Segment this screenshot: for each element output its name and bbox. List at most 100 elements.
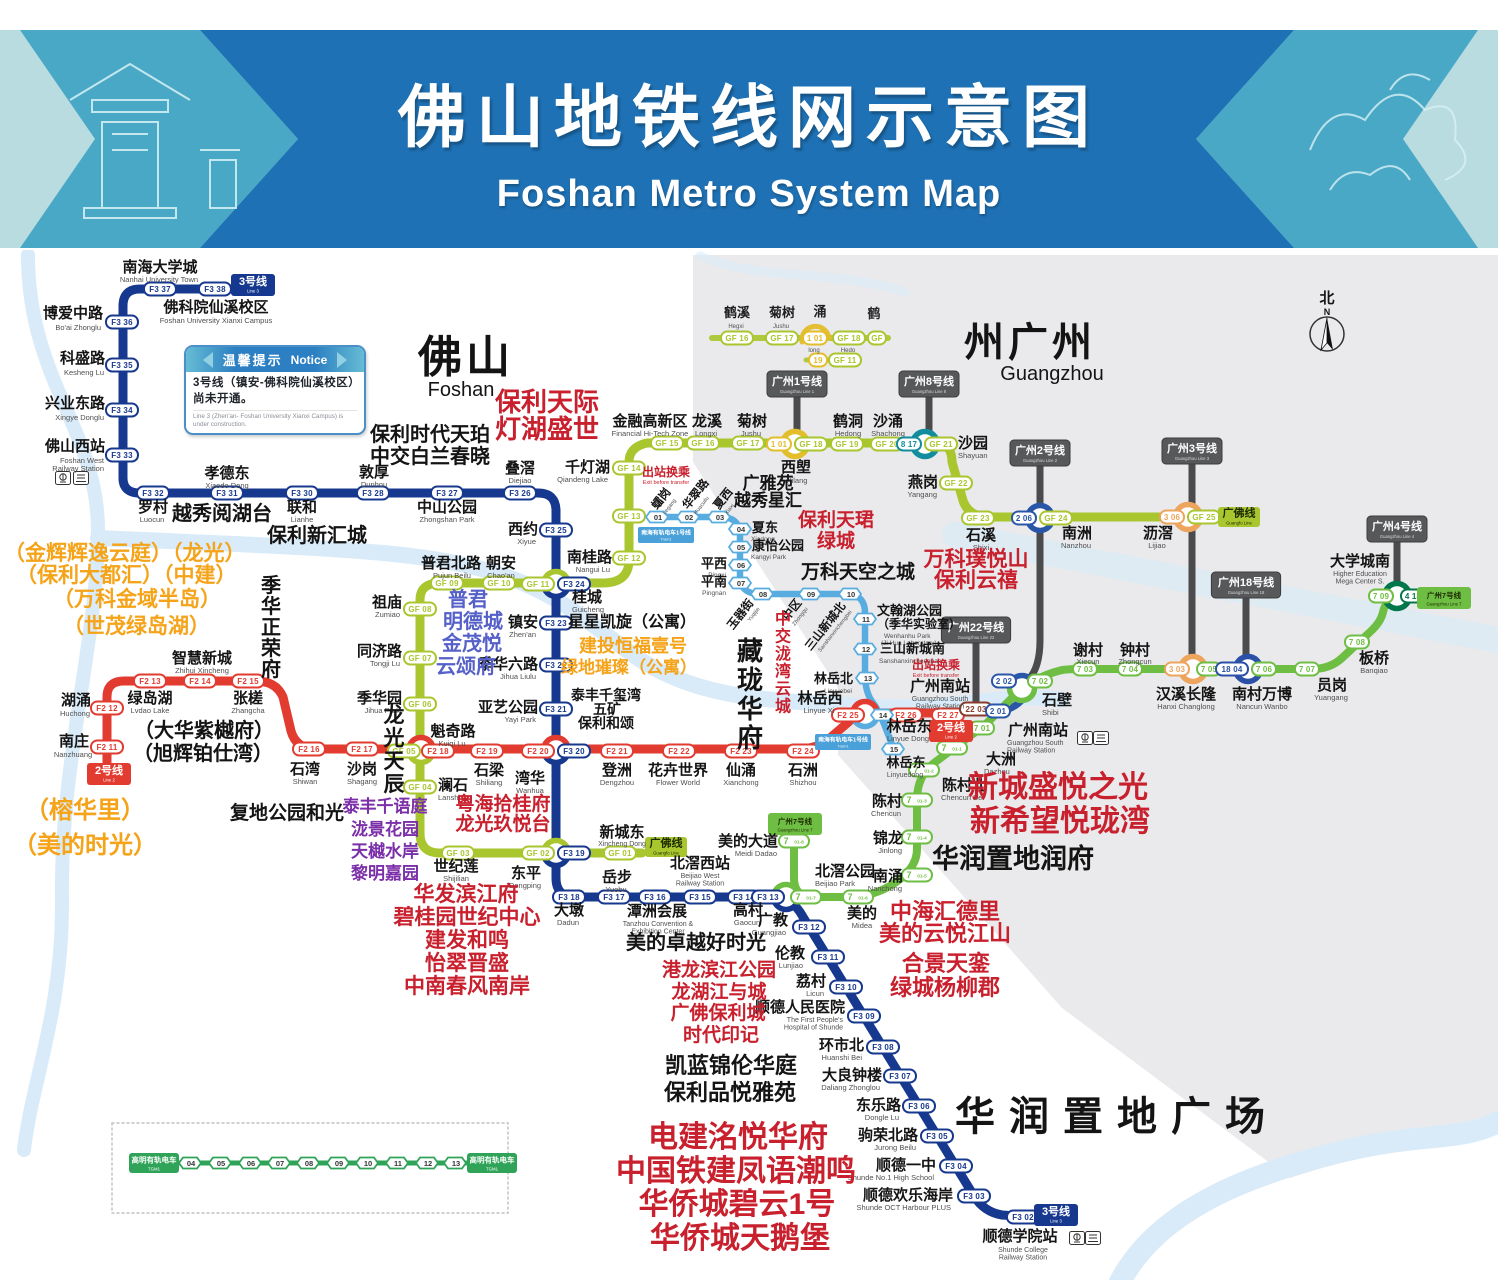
svg-text:Line 2: Line 2	[945, 735, 957, 740]
svg-text:7 03: 7 03	[1077, 665, 1094, 674]
map-label: 绿城	[817, 529, 855, 552]
tram-badge-07	[266, 1156, 292, 1170]
map-label: Tongji Lu	[370, 659, 400, 668]
svg-text:08: 08	[759, 590, 767, 599]
station-badge-GF 02	[521, 845, 555, 861]
svg-text:7: 7	[795, 892, 800, 902]
map-label: 华侨城碧云1号	[639, 1188, 836, 1221]
station-badge-2 01	[985, 703, 1011, 719]
svg-text:01-6: 01-6	[858, 896, 868, 902]
station-badge-F3 25	[539, 522, 573, 538]
map-label: 顺德学院站	[982, 1227, 1057, 1245]
map-label: 新城盛悦之光	[968, 770, 1148, 804]
tram-badge-09	[797, 587, 823, 601]
line-badge	[1417, 587, 1471, 609]
map-label: 保利云禧	[933, 568, 1018, 592]
map-label: 龙光天辰	[383, 703, 406, 796]
map-label: 广教	[758, 911, 789, 929]
map-label: 华润置地广场	[955, 1095, 1279, 1139]
svg-text:07: 07	[737, 579, 745, 588]
tram-badge-15	[880, 742, 906, 756]
svg-text:F3 11: F3 11	[817, 953, 838, 962]
station-badge-19	[808, 352, 828, 368]
map-label: Pingxi	[708, 572, 726, 579]
station-badge-F2 14	[183, 673, 217, 689]
svg-text:F3 03: F3 03	[963, 1192, 985, 1201]
notice-title-cn: 温馨提示	[222, 353, 283, 368]
svg-text:F3 35: F3 35	[111, 361, 133, 370]
map-label: 荔村	[796, 972, 826, 990]
svg-text:Guangzhou Line 7: Guangzhou Line 7	[777, 828, 813, 833]
map-label: Lianhe	[291, 515, 314, 524]
map-label: 普君北路	[421, 554, 482, 572]
svg-text:2 02: 2 02	[996, 677, 1013, 686]
map-label: 碧桂园世纪中心	[393, 905, 541, 929]
map-label: 林岳东	[886, 717, 931, 735]
line-badge	[1218, 507, 1260, 527]
map-label: 仙涌	[726, 761, 756, 779]
station-badge-F3 11	[811, 949, 845, 965]
map-label: 镇安	[508, 613, 538, 631]
svg-text:01-7: 01-7	[806, 896, 816, 902]
svg-text:GF 16: GF 16	[691, 439, 715, 448]
map-label: 顺德一中	[876, 1156, 936, 1174]
map-label: Nancun Wanbo	[1236, 702, 1287, 711]
svg-text:3 03: 3 03	[1169, 665, 1186, 674]
map-label: Shiwan	[293, 777, 318, 786]
map-label: Tanzhou Convention &Exhibition Center	[623, 921, 694, 936]
map-label: 季华园	[357, 689, 402, 707]
svg-text:GF: GF	[871, 334, 883, 343]
svg-text:F3 38: F3 38	[204, 285, 226, 294]
map-label: Jihua Park	[365, 706, 401, 715]
map-label: Jihua Liulu	[500, 672, 536, 681]
map-label: 汉溪长隆	[1156, 685, 1217, 703]
svg-text:GF 25: GF 25	[1192, 513, 1216, 522]
map-label: Banqiao	[1360, 666, 1388, 675]
svg-text:高明有轨电车: 高明有轨电车	[470, 1155, 515, 1165]
svg-text:GF 11: GF 11	[527, 580, 550, 589]
map-label: Shayuan	[958, 451, 988, 460]
notice-decor-right-icon	[337, 351, 348, 368]
map-label: 石壁	[1041, 691, 1072, 709]
map-label: 季华六路	[478, 655, 539, 673]
svg-text:F3 32: F3 32	[142, 489, 164, 498]
gz-line-badge	[1210, 571, 1282, 599]
station-badge-F3 06	[902, 1098, 936, 1114]
svg-text:F3 20: F3 20	[563, 747, 585, 756]
map-label: 美的大道	[718, 832, 778, 850]
tram-badge-05	[207, 1156, 233, 1170]
map-label: 南村万博	[1232, 685, 1292, 703]
svg-text:02: 02	[685, 513, 693, 522]
map-label: 大良钟楼	[822, 1066, 882, 1084]
svg-text:10: 10	[847, 590, 855, 599]
tram-badge-01	[644, 510, 670, 524]
station-badge-7 01-2	[908, 762, 940, 778]
station-badge-F3 17	[597, 889, 631, 905]
svg-text:F2 17: F2 17	[351, 745, 373, 754]
map-label: 龙湖江与城	[671, 980, 766, 1003]
map-label: Hegxi	[728, 324, 743, 330]
notice-decor-left-icon	[202, 351, 213, 368]
station-badge-F3 27	[430, 485, 464, 501]
svg-text:10: 10	[364, 1159, 372, 1168]
notice-body-cn: 3号线（镇安-佛科院仙溪校区）尚未开通。	[193, 377, 355, 405]
map-label: 金融高新区	[611, 412, 687, 430]
station-badge-7 01-7	[790, 889, 822, 905]
map-label: 中海汇德里	[890, 899, 1000, 924]
map-label: 花卉世界	[648, 761, 708, 779]
map-title-cn: 佛山地铁线网示意图	[397, 80, 1100, 156]
notice-header: 温馨提示 Notice	[186, 347, 364, 372]
svg-text:06: 06	[737, 561, 745, 570]
map-label: Yuangang	[1314, 693, 1348, 702]
notice-body-en: Line 3 (Zhen'an- Foshan University Xianx…	[193, 410, 357, 429]
svg-text:3 06: 3 06	[1164, 513, 1181, 522]
station-badge-7 09	[1368, 588, 1394, 604]
svg-text:F3 36: F3 36	[111, 318, 133, 327]
station-badge-7 06	[1251, 661, 1277, 677]
map-label: (Ji Hua Laboratory)	[881, 640, 937, 647]
